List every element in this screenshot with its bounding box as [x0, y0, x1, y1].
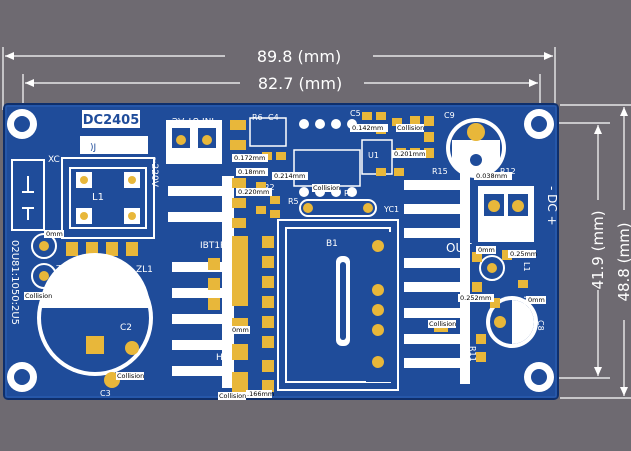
dimension-overall-height: 48.8 (mm) — [615, 222, 631, 301]
annotation: 0mm — [46, 230, 63, 238]
heatsink-right — [404, 172, 470, 384]
label-c2: C2 — [120, 323, 132, 333]
annotation: Collision — [25, 292, 52, 300]
label-zl1: ZL1 — [136, 265, 153, 275]
annotation: 0.201mm — [394, 150, 425, 158]
annotation: 0.25mm — [510, 250, 537, 258]
out-label: OUT — [446, 241, 472, 255]
annotation: Collision — [397, 124, 424, 132]
dimension-overall-width: 89.8 (mm) — [257, 47, 341, 66]
dc-label: - DC + — [545, 186, 559, 226]
middle-pad-strip — [230, 120, 248, 392]
mounting-holes — [7, 109, 554, 392]
annotation: Collision — [219, 392, 246, 400]
annotation: Collision — [429, 320, 456, 328]
annotation: 0.18mm — [238, 168, 265, 176]
label-r7: R7 — [344, 189, 355, 198]
drc-annotations: 0.142mm Collision 0.201mm 0.172mm 0.214m… — [24, 124, 546, 400]
transformer-b1 — [277, 219, 399, 391]
annotation: Collision — [117, 372, 144, 380]
annotation: 0mm — [232, 326, 249, 334]
board-model: DC2405 — [83, 113, 140, 128]
annotation: 0.038mm — [476, 172, 507, 180]
annotation: .166mm — [247, 390, 274, 398]
label-r6: R6 — [252, 113, 263, 122]
capacitor-c8 — [486, 296, 538, 348]
label-r9: R9 — [220, 241, 232, 251]
pad-row-left — [66, 242, 138, 256]
label-l1-right: L1 — [522, 262, 531, 272]
label-b1: B1 — [326, 239, 338, 249]
annotation: 0.252mm — [460, 294, 491, 302]
input-filter — [11, 157, 155, 239]
label-r2: R2 — [264, 183, 275, 192]
label-xc: XC — [48, 155, 60, 165]
label-ibt1: IBT1 — [200, 241, 220, 251]
svg-text:)J: )J — [90, 143, 96, 153]
label-r15: R15 — [432, 167, 448, 176]
label-c3: C3 — [100, 389, 111, 398]
choke-pad-copper — [80, 176, 136, 220]
label-yc1: YC1 — [383, 205, 399, 214]
voltage-label: ~220V — [149, 156, 159, 188]
annotation: 0.214mm — [274, 172, 305, 180]
annotation: 0.172mm — [234, 154, 265, 162]
label-r11: R11 — [468, 346, 477, 362]
label-c5: C5 — [350, 109, 361, 118]
label-r5: R5 — [288, 197, 299, 206]
dc-output-connector — [478, 186, 534, 242]
label-zd: ZD — [56, 264, 66, 272]
label-u1: U1 — [368, 151, 379, 160]
yc1-cap — [299, 199, 377, 217]
annotation: 0.220mm — [238, 188, 269, 196]
label-r12: R12 — [500, 167, 516, 176]
board-serial: 02U81:1050:2U5 — [9, 240, 20, 325]
heatsink-left — [168, 176, 234, 388]
annotation: 0mm — [528, 296, 545, 304]
capacitor-c9 — [446, 118, 506, 178]
label-l1: L1 — [92, 192, 104, 203]
label-c8: C8 — [536, 320, 545, 331]
input-ac-label: INPUT AC — [172, 115, 214, 125]
label-c9: C9 — [444, 111, 455, 120]
label-c4: C4 — [268, 113, 279, 122]
annotation: 0.142mm — [352, 124, 383, 132]
dimension-hole-height: 41.9 (mm) — [589, 210, 607, 289]
dimension-hole-width: 82.7 (mm) — [258, 74, 342, 93]
annotation: 0mm — [478, 246, 495, 254]
column-pads — [262, 236, 274, 392]
annotation: Collision — [313, 184, 340, 192]
label-h4: H4 — [216, 353, 229, 363]
dimension-arrows — [5, 52, 628, 396]
